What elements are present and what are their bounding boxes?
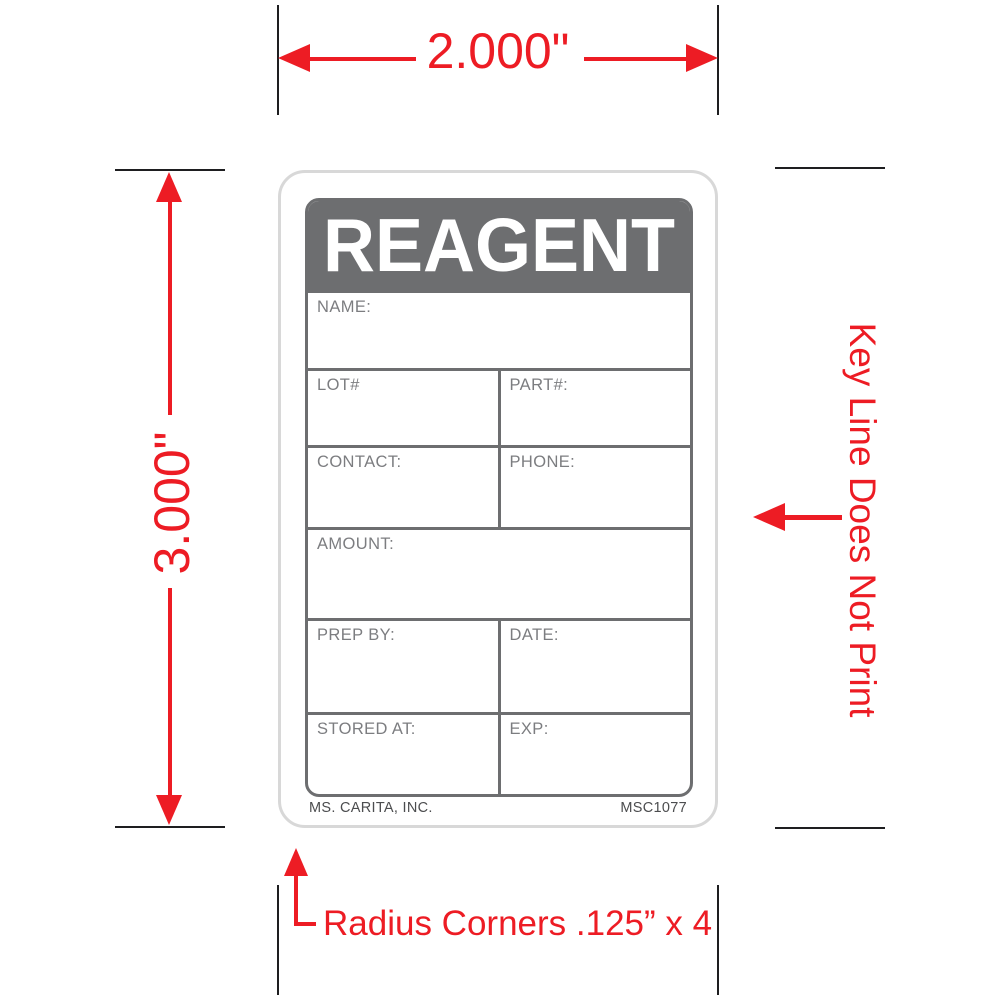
label-header: REAGENT	[308, 201, 690, 290]
radius-arrow-shaft	[294, 874, 298, 926]
height-arrow-shaft-bottom	[168, 588, 172, 797]
crop-mark-left-bottom	[115, 826, 225, 828]
field-row-amount: AMOUNT:	[308, 527, 690, 618]
label-title: REAGENT	[322, 203, 676, 288]
height-arrowhead-top-icon	[156, 172, 182, 202]
crop-mark-left-top	[115, 169, 225, 171]
field-row-prepby-date: PREP BY: DATE:	[308, 618, 690, 712]
field-stored-at: STORED AT:	[317, 720, 416, 738]
field-part: PART#:	[497, 371, 691, 445]
crop-mark-bottom-right	[717, 885, 719, 995]
reagent-label: REAGENT NAME: LOT# PART#: CONTACT: PHONE…	[305, 198, 693, 797]
field-phone: PHONE:	[497, 448, 691, 527]
width-arrow-shaft-left	[310, 57, 416, 61]
crop-mark-top-right	[717, 5, 719, 115]
field-row-contact-phone: CONTACT: PHONE:	[308, 445, 690, 527]
radius-note: Radius Corners .125” x 4	[323, 904, 713, 943]
crop-mark-bottom-left	[277, 885, 279, 995]
width-arrowhead-left-icon	[278, 44, 310, 72]
field-row-lot-part: LOT# PART#:	[308, 368, 690, 445]
width-arrow-shaft-right	[584, 57, 686, 61]
field-lot: LOT#	[317, 376, 360, 394]
label-footer: MS. CARITA, INC. MSC1077	[309, 800, 687, 816]
label-keyline: REAGENT NAME: LOT# PART#: CONTACT: PHONE…	[278, 170, 718, 828]
manufacturer-name: MS. CARITA, INC.	[309, 800, 433, 816]
width-dimension-label: 2.000"	[426, 23, 570, 79]
field-amount: AMOUNT:	[317, 535, 395, 553]
field-row-name: NAME:	[308, 290, 690, 368]
field-prep-by: PREP BY:	[317, 626, 396, 644]
width-arrowhead-right-icon	[686, 44, 718, 72]
field-name: NAME:	[317, 298, 372, 316]
keyline-arrow-shaft	[785, 515, 842, 520]
crop-mark-right-bottom	[775, 827, 885, 829]
field-row-storedat-exp: STORED AT: EXP:	[308, 712, 690, 794]
crop-mark-right-top	[775, 167, 885, 169]
height-arrow-shaft-top	[168, 200, 172, 415]
field-date: DATE:	[497, 621, 691, 712]
radius-arrowhead-icon	[284, 848, 308, 876]
keyline-note: Key Line Does Not Print	[842, 322, 883, 718]
part-number: MSC1077	[620, 800, 687, 816]
radius-arrow-elbow	[294, 922, 316, 926]
keyline-arrowhead-icon	[753, 503, 785, 531]
height-arrowhead-bottom-icon	[156, 795, 182, 825]
height-dimension-label: 3.000"	[144, 431, 200, 575]
field-exp: EXP:	[497, 715, 691, 794]
field-contact: CONTACT:	[317, 453, 402, 471]
